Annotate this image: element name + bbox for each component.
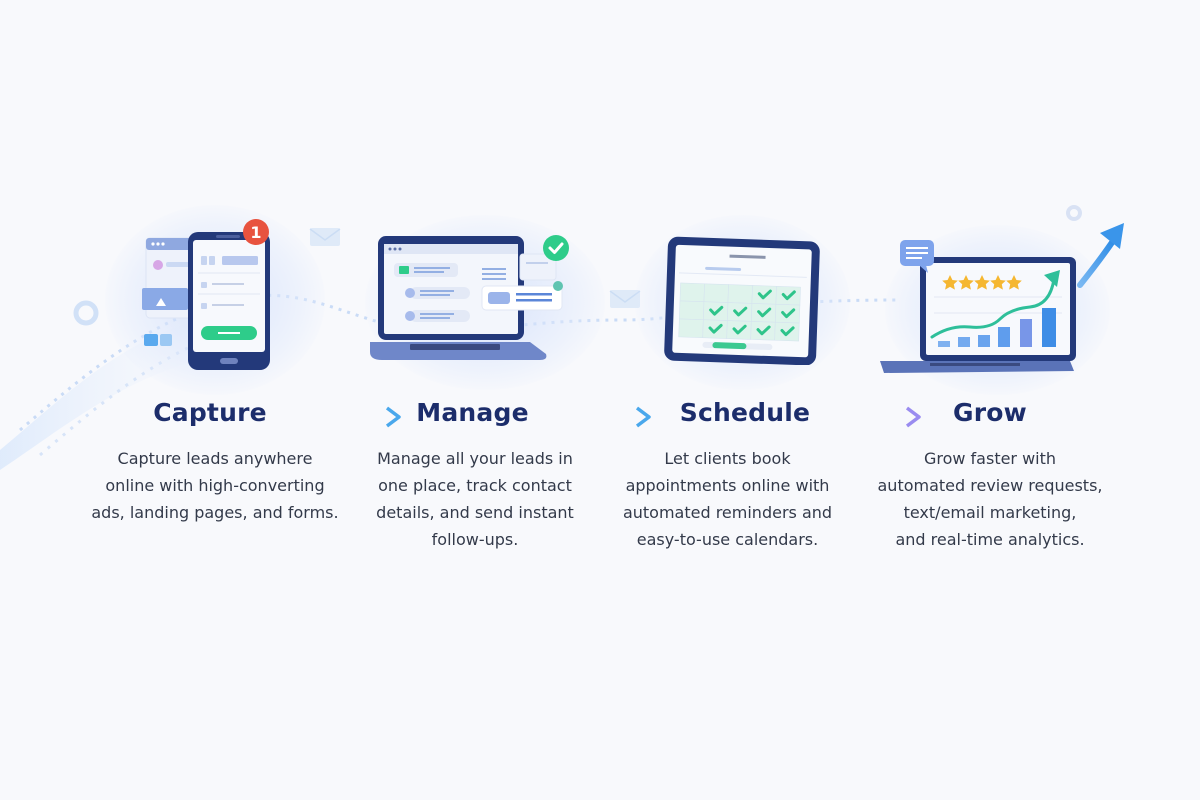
- notification-badge: 1: [250, 223, 262, 242]
- step-title-manage: Manage: [416, 398, 529, 427]
- flow-arrow-manage-to-schedule: [540, 406, 651, 428]
- flow-arrow-schedule-to-grow: [815, 406, 921, 428]
- five-star-rating-icon: [942, 275, 1022, 290]
- flow-arrow-capture-to-manage: [285, 406, 401, 428]
- check-icon: [548, 242, 564, 254]
- step-description-grow: Grow faster with automated review reques…: [877, 449, 1103, 549]
- laptop-contacts-illustration: [370, 235, 569, 360]
- smartphone-form-illustration: [142, 219, 270, 370]
- step-description-capture: Capture leads anywhere online with high-…: [91, 449, 339, 522]
- step-title-grow: Grow: [953, 398, 1027, 427]
- step-title-schedule: Schedule: [679, 398, 811, 427]
- step-description-manage: Manage all your leads in one place, trac…: [376, 449, 574, 549]
- step-description-schedule: Let clients book appointments online wit…: [622, 449, 833, 549]
- tablet-calendar-illustration: [664, 236, 820, 365]
- laptop-growth-chart-illustration: [880, 223, 1124, 373]
- step-title-capture: Capture: [153, 398, 267, 427]
